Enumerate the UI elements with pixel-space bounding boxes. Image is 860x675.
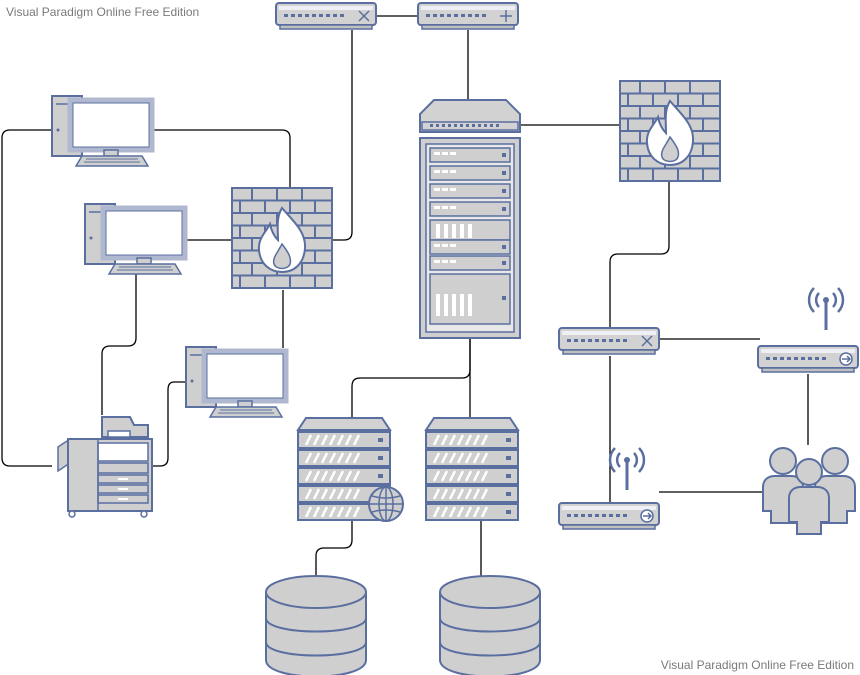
connection-lines: [1, 15, 809, 576]
server-rack-icon: [419, 99, 521, 339]
multifunction-printer-icon: [57, 416, 153, 518]
link-firewall-switch: [609, 182, 670, 328]
switch-icon: [558, 327, 660, 355]
web-server-icon: [296, 416, 404, 522]
watermark-bottom: Visual Paradigm Online Free Edition: [660, 658, 854, 672]
firewall-icon: [231, 187, 333, 289]
link-pc3-printer: [152, 381, 186, 467]
watermark-top: Visual Paradigm Online Free Edition: [6, 5, 200, 19]
server-icon: [424, 416, 520, 522]
database-icon: [265, 575, 367, 675]
link-switch-firewall-left: [333, 30, 353, 241]
link-pc1-printer: [1, 129, 52, 467]
desktop-computer-icon: [85, 204, 185, 274]
desktop-computer-icon: [186, 347, 286, 417]
database-icon: [439, 575, 541, 675]
link-rack-webserver: [351, 338, 471, 418]
link-pc1-firewall: [150, 129, 291, 190]
wireless-router-icon: [757, 286, 859, 373]
wireless-router-icon: [558, 446, 660, 530]
firewall-icon: [619, 80, 721, 182]
link-pc2-printer: [101, 272, 137, 415]
switch-icon: [275, 2, 377, 30]
users-group-icon: [762, 447, 856, 535]
desktop-computer-icon: [52, 96, 152, 166]
link-webserver-db: [315, 518, 353, 576]
switch-icon: [417, 2, 519, 30]
